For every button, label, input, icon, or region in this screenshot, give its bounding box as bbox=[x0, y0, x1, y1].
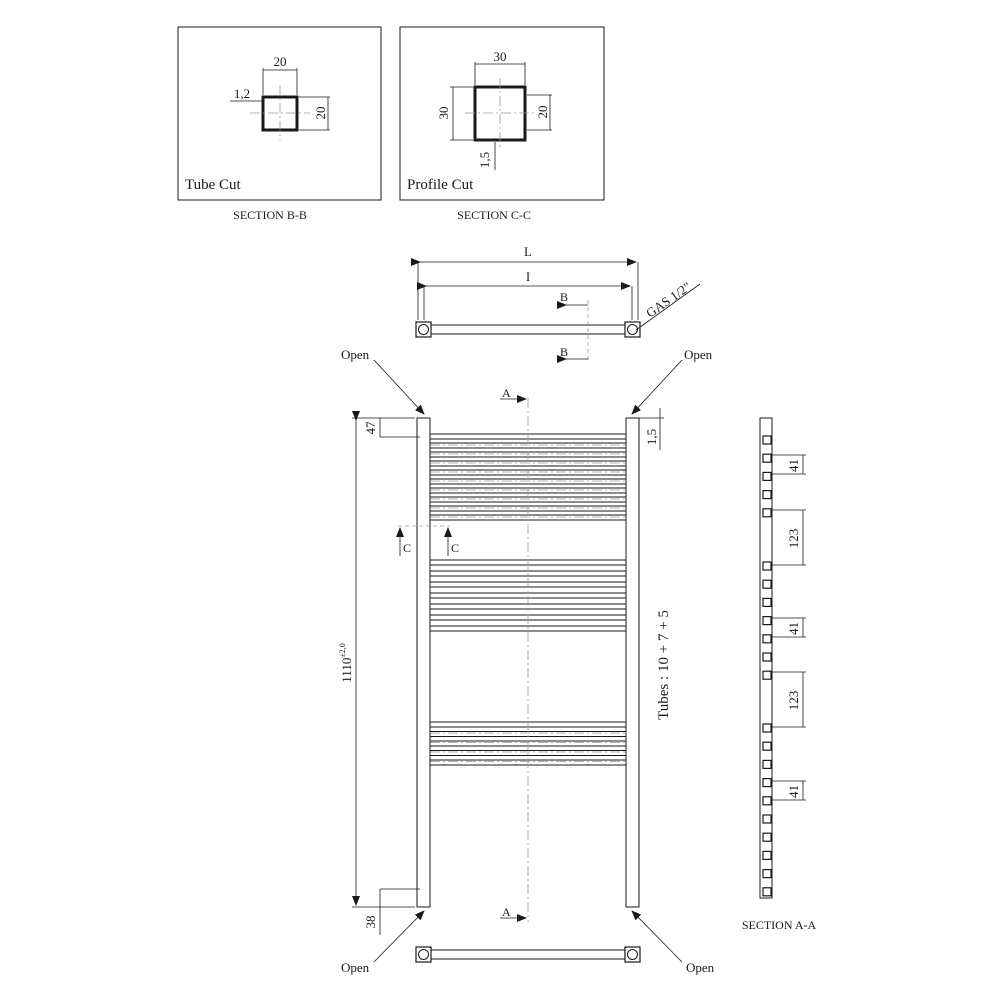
bottom-bar bbox=[423, 949, 633, 960]
aa-spacing-dim: 41 bbox=[786, 622, 801, 635]
right-collector bbox=[625, 417, 640, 908]
top-offset-dim: 47 bbox=[363, 421, 378, 435]
open-label-bottom-left: Open bbox=[341, 960, 370, 975]
section-mark-a-top: A bbox=[502, 386, 511, 400]
aa-tube-square bbox=[762, 435, 772, 445]
aa-tube-square bbox=[762, 490, 772, 500]
aa-tube-square bbox=[762, 759, 772, 770]
tube-rail bbox=[429, 570, 627, 577]
aa-tube-square bbox=[762, 634, 772, 644]
cc-panel-label: Profile Cut bbox=[407, 177, 474, 193]
aa-caption: SECTION A-A bbox=[742, 918, 817, 932]
aa-tube-square bbox=[762, 471, 772, 481]
section-cc-frame bbox=[399, 26, 605, 201]
overall-height-dim: 1110±2,0 bbox=[338, 643, 354, 682]
cc-wall-dim: 1,5 bbox=[477, 152, 492, 168]
section-bb: 20 20 1,2 Tube Cut SECTION B-B bbox=[177, 26, 382, 222]
cc-height-outer-dim: 30 bbox=[436, 107, 451, 120]
gas-label: GAS 1/2" bbox=[643, 279, 694, 321]
dim-I: I bbox=[526, 269, 530, 284]
aa-tube-square bbox=[762, 508, 772, 518]
aa-tube-sections bbox=[762, 435, 772, 897]
bottom-offset-dim: 38 bbox=[363, 916, 378, 929]
bb-wall-dim: 1,2 bbox=[234, 86, 250, 101]
open-label-bottom-right: Open bbox=[686, 960, 715, 975]
aa-tube-square bbox=[762, 814, 772, 824]
section-mark-c-right: C bbox=[451, 541, 459, 555]
top-bar bbox=[423, 324, 633, 335]
aa-spacing-dim: 123 bbox=[786, 529, 801, 549]
collector-offset-dim: 1,5 bbox=[644, 429, 659, 445]
aa-tube-square bbox=[762, 615, 772, 626]
aa-collector bbox=[759, 417, 773, 899]
aa-tube-square bbox=[762, 723, 772, 733]
aa-tube-square bbox=[762, 652, 772, 662]
section-bb-frame bbox=[177, 26, 382, 201]
section-cc: 30 30 20 1,5 Profile Cut SECTION C-C bbox=[399, 26, 605, 222]
aa-spacing-dim: 123 bbox=[786, 691, 801, 711]
aa-spacing-dim: 41 bbox=[786, 459, 801, 472]
aa-spacing-dims: 41 123 41 123 41 bbox=[772, 454, 806, 801]
section-mark-b-top: B bbox=[560, 290, 568, 304]
bb-caption: SECTION B-B bbox=[233, 208, 307, 222]
aa-spacing-dim: 41 bbox=[786, 785, 801, 798]
aa-tube-square bbox=[762, 741, 772, 751]
left-collector bbox=[416, 417, 431, 908]
tubes-count-label: Tubes : 10 + 7 + 5 bbox=[656, 610, 672, 720]
section-mark-a-bottom: A bbox=[502, 905, 511, 919]
cc-width-dim: 30 bbox=[494, 49, 507, 64]
bb-width-dim: 20 bbox=[274, 54, 287, 69]
tube-rail bbox=[429, 625, 627, 632]
aa-tube-square bbox=[762, 597, 772, 608]
open-label-top-right: Open bbox=[684, 347, 713, 362]
aa-tube-square bbox=[762, 887, 772, 897]
aa-tube-square bbox=[762, 579, 772, 589]
section-mark-b-bottom: B bbox=[560, 345, 568, 359]
bb-height-dim: 20 bbox=[313, 107, 328, 120]
overall-height-tolerance: ±2,0 bbox=[338, 643, 347, 657]
aa-tube-square bbox=[762, 561, 772, 571]
top-view: L I GAS 1/2" B B bbox=[411, 244, 701, 363]
tube-rail bbox=[429, 750, 627, 756]
aa-tube-square bbox=[762, 832, 772, 842]
overall-height-value: 1110 bbox=[339, 658, 354, 683]
aa-tube-square bbox=[762, 777, 772, 788]
section-aa: 41 123 41 123 41 SECTION A-A bbox=[742, 417, 817, 932]
dim-L: L bbox=[524, 244, 532, 259]
aa-tube-square bbox=[762, 850, 772, 861]
cc-caption: SECTION C-C bbox=[457, 208, 531, 222]
aa-tube-square bbox=[762, 796, 772, 806]
aa-tube-square bbox=[762, 868, 772, 879]
bb-panel-label: Tube Cut bbox=[185, 177, 242, 193]
aa-tube-square bbox=[762, 670, 772, 680]
cc-height-inner-dim: 20 bbox=[535, 106, 550, 119]
section-mark-c-left: C bbox=[403, 541, 411, 555]
front-view: A A C C Open Open Open Open 1110±2,0 47 … bbox=[338, 347, 715, 975]
aa-tube-square bbox=[762, 453, 772, 463]
open-label-top-left: Open bbox=[341, 347, 370, 362]
